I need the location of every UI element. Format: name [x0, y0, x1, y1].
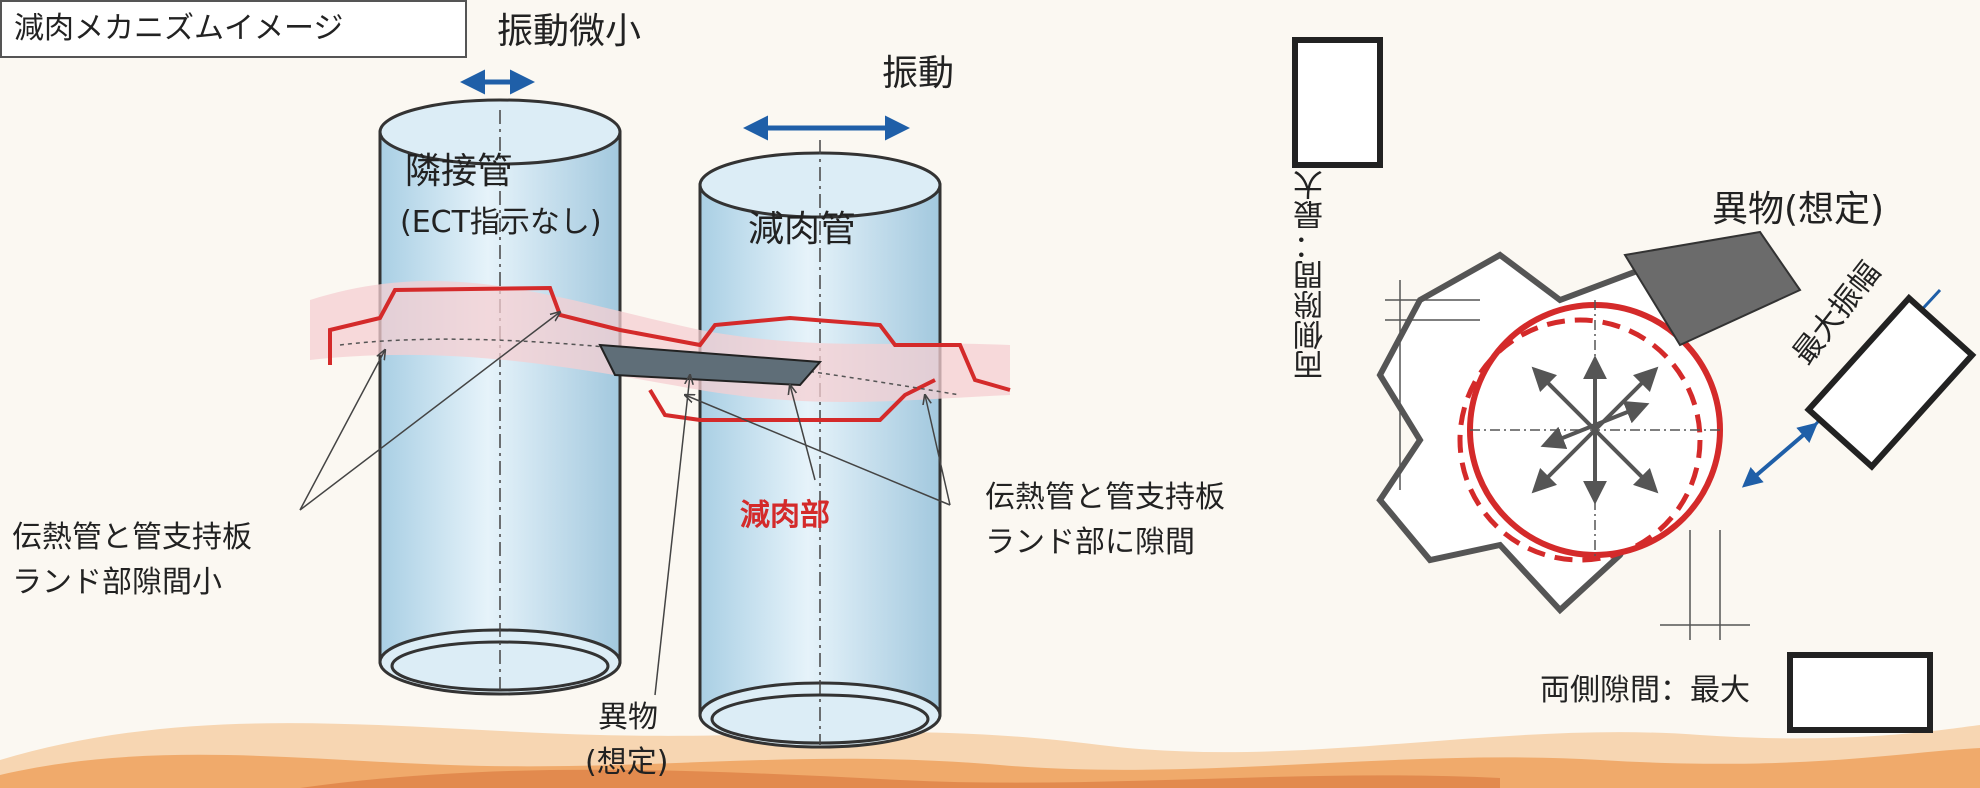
foreign-object-line2: (想定) — [585, 745, 669, 780]
foreign-object — [598, 343, 823, 387]
gap-small-line2: ランド部隙間小 — [12, 565, 222, 600]
ect-note-label: (ECT指示なし) — [400, 205, 602, 240]
adjacent-tube — [378, 98, 622, 696]
adjacent-tube-label: 隣接管 — [405, 151, 514, 192]
thinning-tube-label: 減肉管 — [748, 209, 857, 250]
wave-decoration — [0, 723, 1980, 788]
support-plate — [310, 280, 1011, 422]
thinning-tube — [698, 140, 942, 749]
blank-box-top — [1292, 37, 1383, 168]
diagram-title: 減肉メカニズムイメージ — [0, 0, 467, 58]
leader-lines — [299, 312, 951, 696]
foreign-object-section — [1623, 230, 1802, 347]
vibration-label: 振動 — [882, 53, 955, 94]
gap-line1: 伝熱管と管支持板 — [985, 480, 1225, 515]
cross-section — [1376, 251, 1750, 640]
foreign-assumed-label: 異物(想定) — [1712, 189, 1885, 230]
foreign-object-line1: 異物 — [598, 700, 658, 735]
both-gap-bottom-label: 両側隙間：最大 — [1540, 673, 1750, 708]
both-gap-vertical-label: 両側隙間：最大 — [1294, 170, 1329, 380]
vibration-small-label: 振動微小 — [497, 11, 642, 52]
blank-box-amplitude — [1804, 293, 1977, 471]
gap-small-line1: 伝熱管と管支持板 — [12, 520, 252, 555]
blank-box-bottom — [1787, 652, 1933, 733]
max-amplitude-arrow — [1741, 422, 1819, 488]
gap-line2: ランド部に隙間 — [985, 525, 1195, 560]
thinning-part-label: 減肉部 — [740, 498, 830, 533]
